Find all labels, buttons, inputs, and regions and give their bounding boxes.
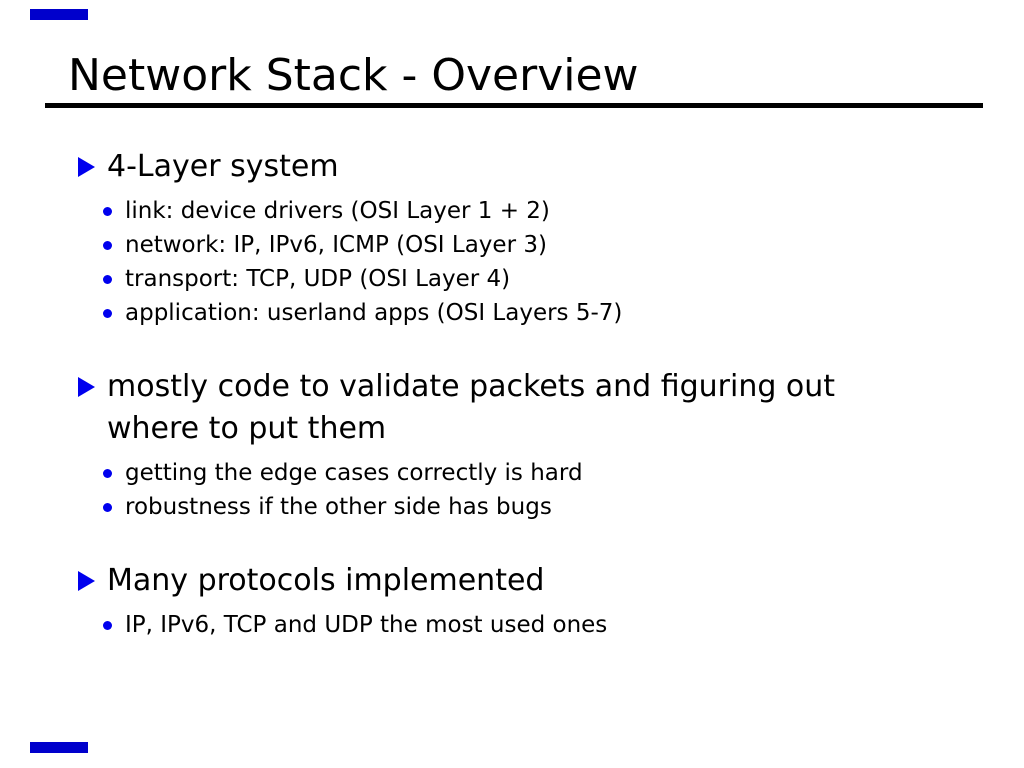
item-text: link: device drivers (OSI Layer 1 + 2) xyxy=(125,198,550,224)
bottom-left-corner-bar xyxy=(30,742,88,753)
bullet-item: network: IP, IPv6, ICMP (OSI Layer 3) xyxy=(0,228,1024,262)
dot-bullet-icon xyxy=(103,241,112,250)
dot-bullet-icon xyxy=(103,275,112,284)
title-underline xyxy=(45,103,983,108)
heading-line: mostly code to validate packets and figu… xyxy=(107,369,836,404)
dot-bullet-icon xyxy=(103,207,112,216)
dot-bullet-icon xyxy=(103,503,112,512)
section-validate-packets: mostly code to validate packets and figu… xyxy=(0,366,1024,524)
bullet-heading: mostly code to validate packets and figu… xyxy=(0,366,1024,450)
triangle-bullet-icon xyxy=(78,377,95,397)
bullet-heading: 4-Layer system xyxy=(0,146,1024,188)
dot-bullet-icon xyxy=(103,621,112,630)
dot-bullet-icon xyxy=(103,309,112,318)
section-many-protocols: Many protocols implemented IP, IPv6, TCP… xyxy=(0,560,1024,642)
slide-title: Network Stack - Overview xyxy=(68,50,639,101)
heading-line: Many protocols implemented xyxy=(107,563,545,598)
bullet-item: application: userland apps (OSI Layers 5… xyxy=(0,296,1024,330)
top-left-corner-bar xyxy=(30,9,88,20)
item-text: IP, IPv6, TCP and UDP the most used ones xyxy=(125,612,608,638)
dot-bullet-icon xyxy=(103,469,112,478)
heading-line: 4-Layer system xyxy=(107,149,339,184)
bullet-item: robustness if the other side has bugs xyxy=(0,490,1024,524)
slide-content: 4-Layer system link: device drivers (OSI… xyxy=(0,146,1024,678)
bullet-item: getting the edge cases correctly is hard xyxy=(0,456,1024,490)
heading-line: where to put them xyxy=(107,411,387,446)
item-text: network: IP, IPv6, ICMP (OSI Layer 3) xyxy=(125,232,547,258)
item-text: transport: TCP, UDP (OSI Layer 4) xyxy=(125,266,511,292)
bullet-item: link: device drivers (OSI Layer 1 + 2) xyxy=(0,194,1024,228)
bullet-item: transport: TCP, UDP (OSI Layer 4) xyxy=(0,262,1024,296)
triangle-bullet-icon xyxy=(78,157,95,177)
bullet-item: IP, IPv6, TCP and UDP the most used ones xyxy=(0,608,1024,642)
item-text: robustness if the other side has bugs xyxy=(125,494,552,520)
item-text: application: userland apps (OSI Layers 5… xyxy=(125,300,623,326)
item-text: getting the edge cases correctly is hard xyxy=(125,460,583,486)
bullet-heading: Many protocols implemented xyxy=(0,560,1024,602)
triangle-bullet-icon xyxy=(78,571,95,591)
section-4-layer-system: 4-Layer system link: device drivers (OSI… xyxy=(0,146,1024,330)
